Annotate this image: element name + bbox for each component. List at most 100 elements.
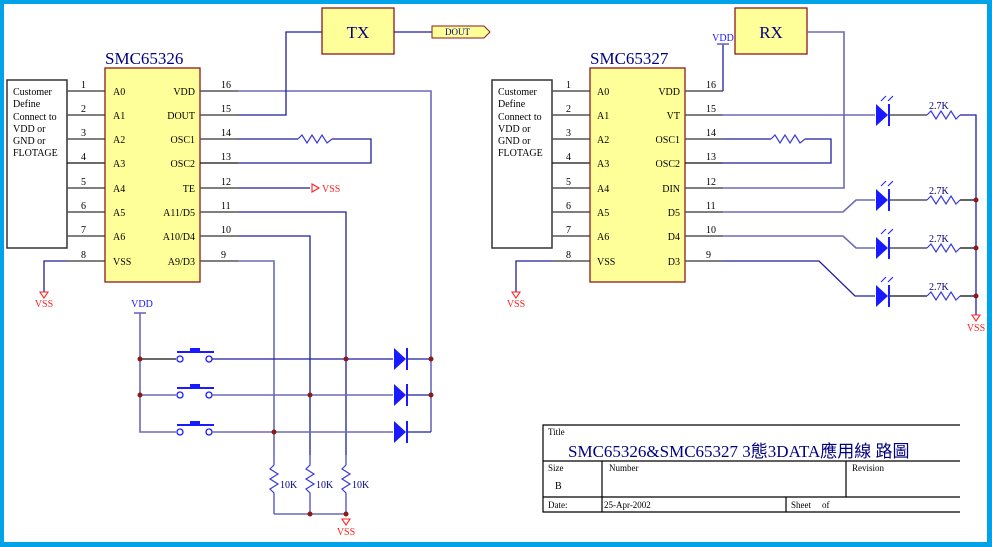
tx-block bbox=[321, 7, 395, 55]
encoder-note-line: Customer bbox=[13, 87, 53, 98]
led-resistor-label: 2.7K bbox=[929, 234, 950, 245]
encoder-pin-number: 15 bbox=[221, 104, 231, 115]
drawing-title: SMC65326&SMC65327 3態3DATA應用線 路圖 bbox=[568, 441, 910, 461]
decoder-pin-number: 6 bbox=[566, 201, 571, 212]
date-label: Date: bbox=[548, 500, 568, 510]
encoder-pin-name: VSS bbox=[113, 257, 131, 268]
encoder-pin-name: OSC2 bbox=[171, 159, 195, 170]
pulldown-resistor bbox=[268, 455, 280, 514]
decoder-pin-name: D5 bbox=[668, 208, 680, 219]
size-label: Size bbox=[548, 463, 564, 473]
sheet-label: Sheet bbox=[791, 500, 811, 510]
pulldown-resistor-label: 10K bbox=[316, 480, 334, 491]
pulldown-vss-label: VSS bbox=[337, 527, 355, 538]
pulldown-resistor bbox=[304, 455, 316, 514]
encoder-pin-name: A4 bbox=[113, 184, 125, 195]
encoder-left-pins bbox=[43, 90, 105, 292]
led-d5 bbox=[876, 180, 894, 211]
title-block: Title SMC65326&SMC65327 3態3DATA應用線 路圖 Si… bbox=[542, 424, 960, 513]
encoder-pin-name: VDD bbox=[173, 87, 195, 98]
decoder-pin-number: 15 bbox=[706, 104, 716, 115]
decoder-pin-number: 2 bbox=[566, 104, 571, 115]
encoder-pin-name: TE bbox=[183, 184, 195, 195]
encoder-pin-number: 11 bbox=[221, 201, 231, 212]
decoder-note-line: Define bbox=[498, 99, 526, 110]
encoder-pin-name: A11/D5 bbox=[163, 208, 195, 219]
push-switch bbox=[176, 421, 214, 436]
decoder-osc-resistor bbox=[770, 133, 806, 145]
title-label: Title bbox=[548, 427, 565, 437]
encoder-chip-body bbox=[104, 67, 201, 283]
decoder-pin-number: 11 bbox=[706, 201, 716, 212]
size-value: B bbox=[555, 481, 562, 492]
encoder-note-line: VDD or bbox=[13, 124, 46, 135]
decoder-pin-number: 3 bbox=[566, 128, 571, 139]
encoder-pin-name: OSC1 bbox=[171, 135, 195, 146]
number-label: Number bbox=[609, 463, 639, 473]
encoder-note-line: Connect to bbox=[13, 112, 57, 123]
encoder-pin-name: A2 bbox=[113, 135, 125, 146]
decoder-note-line: Connect to bbox=[498, 112, 542, 123]
decoder-vss-symbol bbox=[510, 291, 522, 299]
dout-port-label: DOUT bbox=[445, 27, 470, 37]
encoder-pin-name: DOUT bbox=[167, 111, 195, 122]
decoder-section: Customer Define Connect to VDD or GND or… bbox=[491, 7, 985, 334]
encoder-note-line: FLOTAGE bbox=[13, 148, 58, 159]
decoder-pin-name: OSC2 bbox=[656, 159, 680, 170]
encoder-diode bbox=[394, 384, 408, 406]
encoder-pin-number: 7 bbox=[81, 225, 86, 236]
encoder-pin-number: 3 bbox=[81, 128, 86, 139]
decoder-right-pins bbox=[685, 90, 723, 262]
decoder-pin-name: A5 bbox=[597, 208, 609, 219]
dout-port bbox=[431, 25, 491, 39]
push-switch bbox=[176, 348, 214, 363]
decoder-pin-number: 5 bbox=[566, 177, 571, 188]
decoder-part-name: SMC65327 bbox=[590, 49, 669, 68]
encoder-pin-number: 8 bbox=[81, 250, 86, 261]
encoder-note-line: GND or bbox=[13, 136, 46, 147]
encoder-vss-symbol bbox=[38, 291, 50, 299]
pulldown-resistor-label: 10K bbox=[352, 480, 370, 491]
led-resistor bbox=[926, 194, 961, 206]
led-d4 bbox=[876, 228, 894, 259]
encoder-pin-number: 1 bbox=[81, 80, 86, 91]
encoder-pin-number: 4 bbox=[81, 152, 86, 163]
led-resistor bbox=[926, 290, 961, 302]
encoder-diode bbox=[394, 421, 408, 443]
decoder-note-line: VDD or bbox=[498, 124, 531, 135]
decoder-pin-name: A0 bbox=[597, 87, 609, 98]
encoder-pin-name: A3 bbox=[113, 159, 125, 170]
led-vss-label: VSS bbox=[967, 323, 985, 334]
led-resistor-label: 2.7K bbox=[929, 186, 950, 197]
decoder-pin-name: A4 bbox=[597, 184, 609, 195]
decoder-chip-body bbox=[589, 67, 686, 283]
tx-block-label: TX bbox=[347, 23, 370, 42]
encoder-pin-name: A9/D3 bbox=[168, 257, 195, 268]
decoder-pin-number: 12 bbox=[706, 177, 716, 188]
decoder-left-pins bbox=[515, 90, 590, 292]
encoder-part-name: SMC65326 bbox=[105, 49, 183, 68]
encoder-pin-number: 9 bbox=[221, 250, 226, 261]
decoder-pin-number: 8 bbox=[566, 250, 571, 261]
encoder-pin-name: A5 bbox=[113, 208, 125, 219]
decoder-pin-name: OSC1 bbox=[656, 135, 680, 146]
encoder-pin-name: A1 bbox=[113, 111, 125, 122]
decoder-pin-number: 14 bbox=[706, 128, 716, 139]
encoder-address-note-box bbox=[6, 79, 68, 249]
decoder-address-note-box bbox=[491, 79, 553, 249]
switch-vdd-label: VDD bbox=[131, 299, 153, 310]
encoder-pin-number: 14 bbox=[221, 128, 231, 139]
of-label: of bbox=[822, 500, 830, 510]
decoder-vss-label: VSS bbox=[507, 299, 525, 310]
decoder-note-line: Customer bbox=[498, 87, 538, 98]
led-vt bbox=[876, 95, 894, 126]
led-resistor-label: 2.7K bbox=[929, 282, 950, 293]
encoder-vss-label: VSS bbox=[35, 299, 53, 310]
pulldown-resistor bbox=[340, 455, 352, 514]
encoder-te-vss-symbol bbox=[311, 183, 321, 193]
led-vss-symbol bbox=[970, 314, 982, 322]
led-resistor bbox=[926, 109, 961, 121]
decoder-note-line: FLOTAGE bbox=[498, 148, 543, 159]
encoder-pin-number: 6 bbox=[81, 201, 86, 212]
pulldown-vss-symbol bbox=[340, 518, 352, 526]
